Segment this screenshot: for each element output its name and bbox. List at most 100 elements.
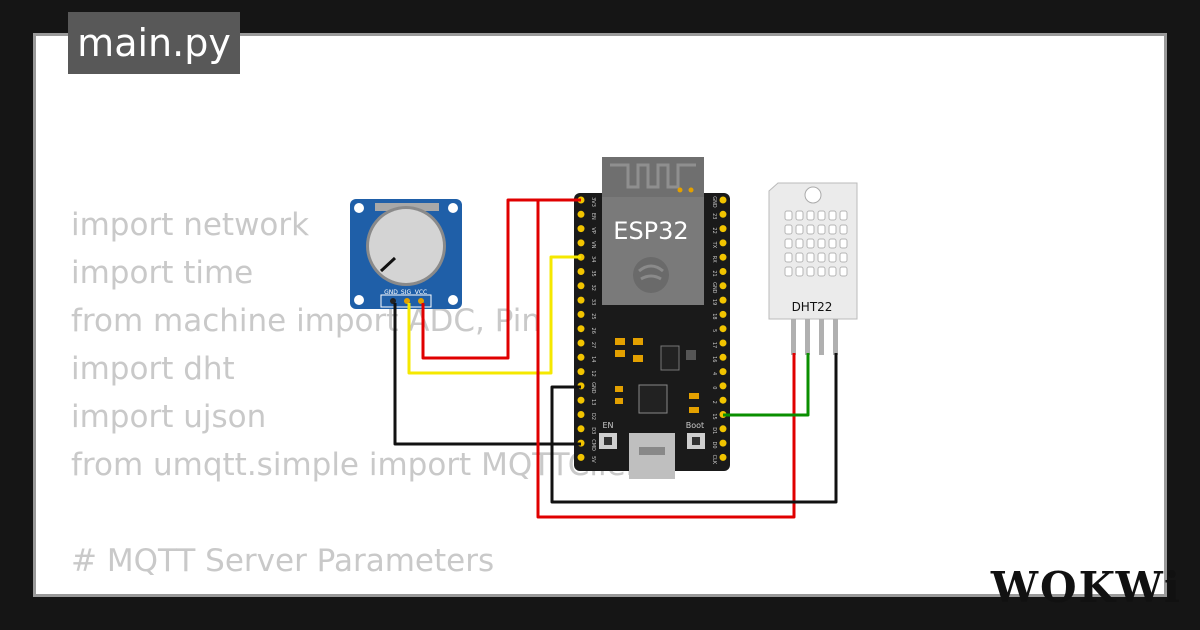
pot-knob[interactable] bbox=[369, 209, 443, 283]
right-pin-label: 2 bbox=[711, 401, 717, 404]
dht22-sensor[interactable]: DHT22 bbox=[768, 182, 858, 355]
left-pin-vn[interactable] bbox=[577, 239, 585, 247]
vent-slot bbox=[795, 266, 804, 277]
vent-slot bbox=[784, 210, 793, 221]
right-pin-label: 19 bbox=[711, 299, 717, 305]
left-pin-32[interactable] bbox=[577, 282, 585, 290]
right-pin-16[interactable] bbox=[719, 353, 727, 361]
right-pin-label: RX bbox=[711, 256, 717, 263]
dht22-label: DHT22 bbox=[792, 300, 833, 314]
right-pin-23[interactable] bbox=[719, 210, 727, 218]
right-pin-clk[interactable] bbox=[719, 453, 727, 461]
left-pin-35[interactable] bbox=[577, 268, 585, 275]
right-pin-4[interactable] bbox=[719, 368, 727, 376]
right-pin-0[interactable] bbox=[719, 382, 727, 390]
left-pin-27[interactable] bbox=[577, 339, 585, 347]
code-line: from machine import ADC, Pin bbox=[71, 303, 541, 339]
right-pin-21[interactable] bbox=[719, 268, 727, 275]
right-pin-tx[interactable] bbox=[719, 239, 727, 247]
right-pin-label: D1 bbox=[711, 427, 717, 434]
left-pin-label: 26 bbox=[590, 328, 596, 334]
vent-slot bbox=[795, 210, 804, 221]
chip-label: ESP32 bbox=[613, 217, 688, 245]
left-pin-25[interactable] bbox=[577, 310, 585, 318]
right-pin-2[interactable] bbox=[719, 396, 727, 404]
right-pin-label: 18 bbox=[711, 313, 717, 319]
vent-slot bbox=[817, 224, 826, 235]
left-pin-label: 14 bbox=[590, 356, 596, 362]
vent-slot bbox=[795, 252, 804, 263]
vent-slot bbox=[795, 238, 804, 249]
right-pin-label: 4 bbox=[711, 372, 717, 375]
right-pin-rx[interactable] bbox=[719, 253, 727, 261]
vent-slot bbox=[839, 238, 848, 249]
left-pin-label: 27 bbox=[590, 342, 596, 348]
code-line: import ujson bbox=[71, 399, 267, 435]
left-pin-12[interactable] bbox=[577, 368, 585, 376]
left-pin-33[interactable] bbox=[577, 296, 585, 304]
left-pin-label: 13 bbox=[590, 399, 596, 405]
right-pin-19[interactable] bbox=[719, 296, 727, 304]
boot-label: Boot bbox=[686, 421, 704, 430]
right-pin-label: 17 bbox=[711, 342, 717, 348]
right-pin-22[interactable] bbox=[719, 225, 727, 233]
right-pin-label: 0 bbox=[711, 386, 717, 389]
right-pin-18[interactable] bbox=[719, 310, 727, 318]
en-label: EN bbox=[602, 421, 613, 430]
left-pin-en[interactable] bbox=[577, 210, 585, 218]
vent-slot bbox=[817, 238, 826, 249]
left-pin-label: EN bbox=[590, 213, 596, 220]
left-pin-13[interactable] bbox=[577, 396, 585, 404]
vent-slot bbox=[784, 224, 793, 235]
vent-slot bbox=[828, 210, 837, 221]
left-pin-label: VP bbox=[590, 227, 596, 233]
left-pin-label: 5V bbox=[590, 456, 596, 463]
left-pin-vp[interactable] bbox=[577, 225, 585, 233]
left-pin-5v[interactable] bbox=[577, 453, 585, 461]
left-pin-14[interactable] bbox=[577, 353, 585, 361]
code-line: import network bbox=[71, 207, 310, 243]
left-pin-label: D2 bbox=[590, 413, 596, 420]
wire-red bbox=[421, 198, 581, 360]
right-pin-d0[interactable] bbox=[719, 439, 727, 447]
right-pin-gnd[interactable] bbox=[719, 282, 727, 290]
left-pin-label: 34 bbox=[590, 256, 596, 262]
wire-green bbox=[723, 353, 810, 417]
vent-slot bbox=[806, 210, 815, 221]
right-pin-label: 16 bbox=[711, 356, 717, 362]
potentiometer[interactable]: GND SIG VCC bbox=[350, 199, 462, 309]
vent-slot bbox=[806, 266, 815, 277]
vent-slot bbox=[817, 252, 826, 263]
vent-slot bbox=[828, 266, 837, 277]
left-pin-label: 35 bbox=[590, 270, 596, 276]
vent-slot bbox=[839, 224, 848, 235]
right-pin-5[interactable] bbox=[719, 325, 727, 333]
vent-slot bbox=[828, 252, 837, 263]
vent-slot bbox=[817, 266, 826, 277]
right-pin-label: GND bbox=[711, 282, 717, 294]
right-pin-gnd[interactable] bbox=[719, 196, 727, 204]
usb-port bbox=[629, 433, 675, 479]
left-pin-label: VN bbox=[590, 241, 596, 248]
right-pin-17[interactable] bbox=[719, 339, 727, 347]
left-pin-label: 25 bbox=[590, 313, 596, 319]
dht22-vent-grid bbox=[784, 210, 848, 277]
vent-slot bbox=[806, 238, 815, 249]
right-pin-label: D0 bbox=[711, 442, 717, 449]
right-pin-d1[interactable] bbox=[719, 425, 727, 433]
vent-slot bbox=[839, 210, 848, 221]
wire-yellow bbox=[407, 255, 581, 375]
vent-slot bbox=[839, 252, 848, 263]
vent-slot bbox=[806, 252, 815, 263]
wires bbox=[393, 198, 838, 519]
left-pin-header: 3V3ENVPVN343532332526271412GND13D2D3CMD5… bbox=[577, 196, 596, 463]
left-pin-26[interactable] bbox=[577, 325, 585, 333]
vent-slot bbox=[784, 252, 793, 263]
left-pin-d2[interactable] bbox=[577, 411, 585, 418]
right-pin-label: 23 bbox=[711, 213, 717, 219]
left-pin-d3[interactable] bbox=[577, 425, 585, 433]
right-pin-label: CLK bbox=[711, 455, 717, 465]
file-tab[interactable]: main.py bbox=[68, 12, 240, 74]
